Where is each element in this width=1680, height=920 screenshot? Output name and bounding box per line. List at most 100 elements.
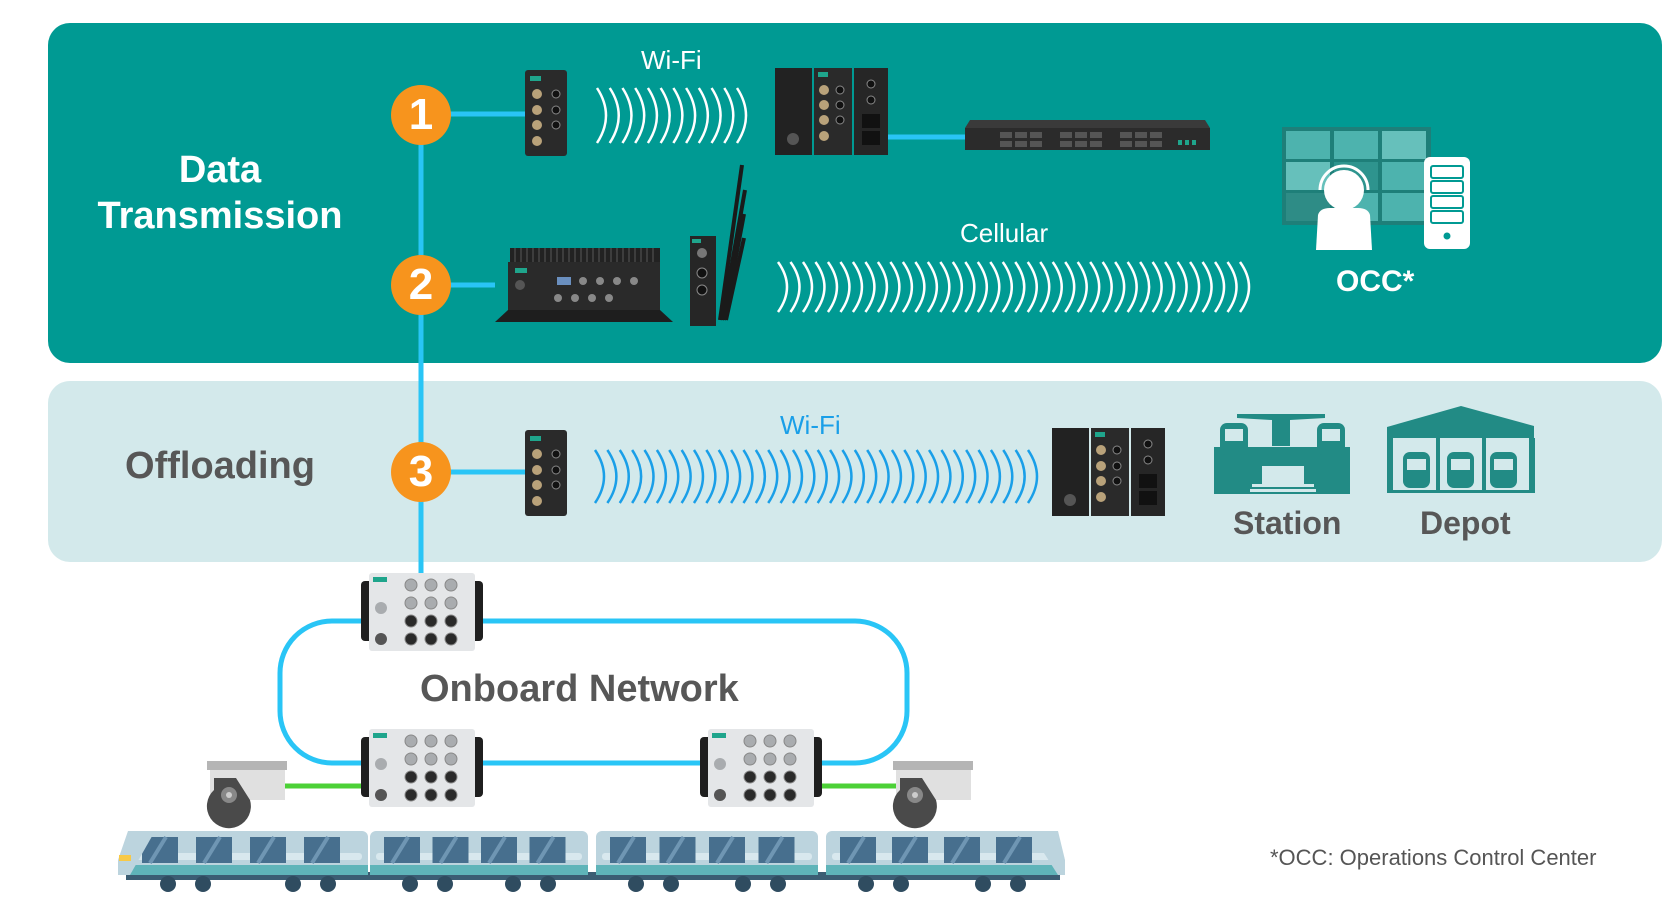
signal-arc [776,261,789,313]
train-wheel [505,876,521,892]
onboard-computer-device [495,248,673,322]
signal-arc [1139,261,1151,313]
data-transmission-title-line1: Data [178,149,262,191]
signal-arc [754,449,767,504]
step-1-link-label: Wi-Fi [641,45,702,75]
train-car [370,831,588,892]
train [118,831,1065,892]
signal-arc [926,261,939,313]
step-3-link-label: Wi-Fi [780,410,841,440]
train-wheel [663,876,679,892]
signal-arc [697,87,710,144]
signal-arc [804,449,816,504]
signal-arc [593,449,606,504]
signal-arc [767,449,779,504]
signal-arc [789,261,801,313]
wifi-signal-3 [593,449,1039,504]
signal-arc [710,87,722,144]
train-wheel [893,876,909,892]
signal-arc [646,87,659,144]
signal-arc [730,449,742,504]
step-2-link-label: Cellular [960,218,1049,248]
signal-arc [643,449,655,504]
train-wheel [628,876,644,892]
signal-arc [903,449,915,504]
signal-arc [655,449,668,504]
signal-arc [621,87,633,144]
footnote: *OCC: Operations Control Center [1270,845,1597,870]
train-nose-rear [1030,831,1065,875]
signal-arc [735,87,748,144]
station-label: Station [1233,505,1342,541]
video-wall-tile [1286,131,1330,159]
train-car [826,831,1058,892]
occ-label: OCC* [1336,265,1415,298]
train-wheel [770,876,786,892]
signal-arc [608,87,620,144]
signal-arc [878,449,890,504]
cellular-signal [776,261,1251,313]
station-icon [1214,414,1350,494]
signal-arc [1089,261,1101,313]
signal-arc [1101,261,1113,313]
signal-arc [851,261,864,313]
signal-arc [841,449,853,504]
onboard-switch [700,729,822,807]
wifi-signal-1 [595,87,748,144]
signal-arc [866,449,878,504]
signal-arc [659,87,671,144]
train-headlight [119,855,131,861]
signal-arc [779,449,791,504]
train-wheel [285,876,301,892]
signal-arc [876,261,889,313]
signal-arc [914,261,926,313]
train-car [596,831,818,892]
signal-arc [965,449,977,504]
signal-arc [1026,261,1038,313]
depot-icon [1387,406,1535,493]
signal-arc [1051,261,1063,313]
signal-arc [595,87,608,144]
signal-arc [1214,261,1226,313]
train-wheel [437,876,453,892]
backbone-switch-device [965,120,1210,150]
signal-arc [631,449,643,504]
signal-arc [668,449,680,504]
train-wheel [195,876,211,892]
train-wheel [735,876,751,892]
wifi-client-device-1 [525,70,567,156]
onboard-switch [361,729,483,807]
signal-arc [1164,261,1176,313]
onboard-network-title: Onboard Network [420,668,739,710]
signal-arc [705,449,717,504]
signal-arc [723,87,735,144]
signal-arc [801,261,814,313]
signal-arc [685,87,697,144]
signal-arc [618,449,630,504]
signal-arc [853,449,866,504]
signal-arc [927,449,940,504]
step-3-badge: 3 [391,442,451,502]
signal-arc [1076,261,1088,313]
signal-arc [976,261,989,313]
signal-arc [951,261,964,313]
signal-arc [1226,261,1238,313]
signal-arc [1014,261,1026,313]
signal-arc [1014,449,1026,504]
step-2-badge: 2 [391,255,451,315]
train-car [128,831,368,892]
signal-arc [964,261,976,313]
camera-left [206,761,287,829]
signal-arc [1151,261,1163,313]
signal-arc [717,449,729,504]
signal-arc [1201,261,1213,313]
signal-arc [692,449,705,504]
signal-arc [742,449,754,504]
signal-arc [940,449,952,504]
onboard-switch [361,573,483,651]
depot-label: Depot [1420,505,1511,541]
train-wheel [320,876,336,892]
signal-arc [989,261,1001,313]
signal-arc [952,449,965,504]
